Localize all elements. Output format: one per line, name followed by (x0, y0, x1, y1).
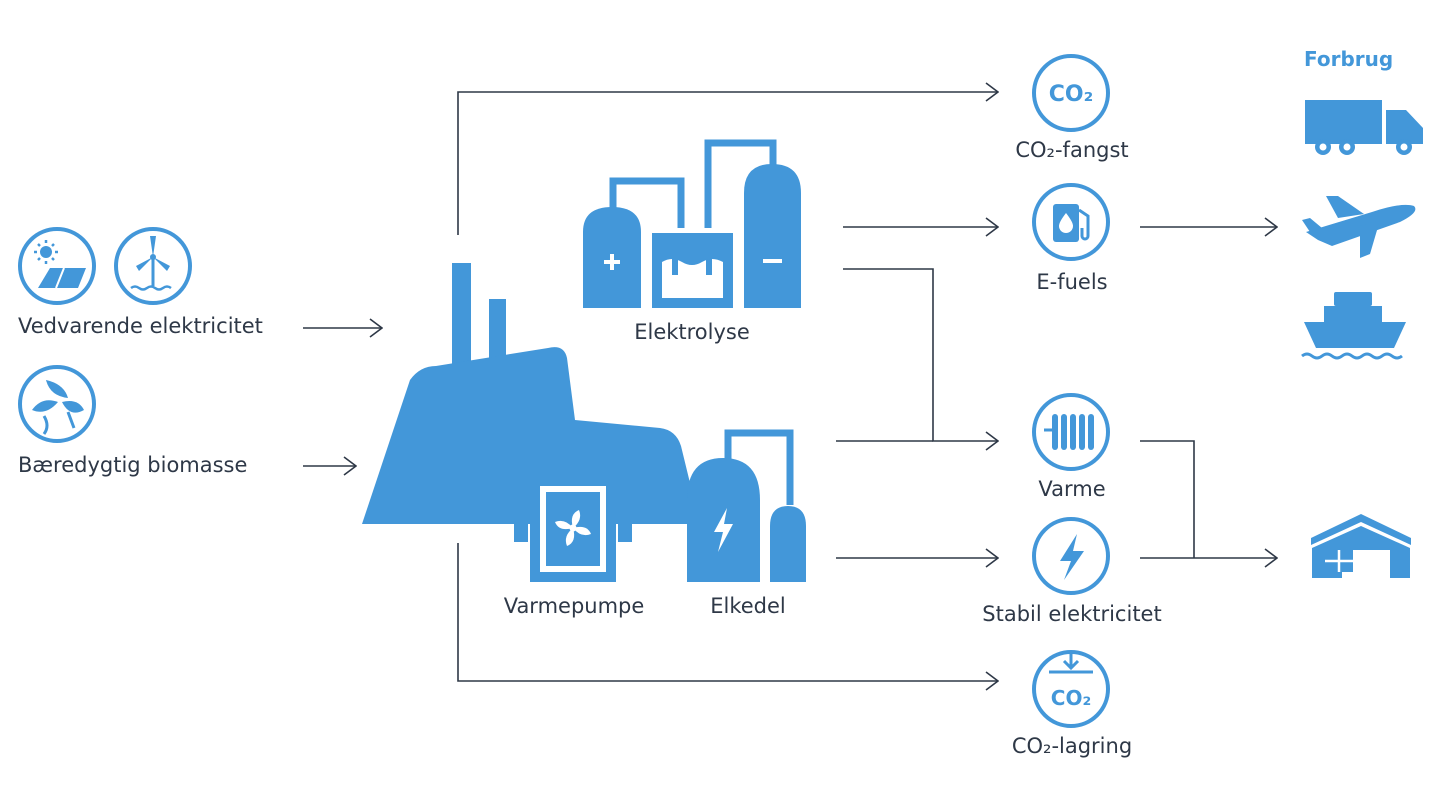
co2-capture-label: CO₂-fangst (1015, 138, 1129, 162)
co2-storage-icon: CO₂ (1032, 650, 1110, 728)
electrolysis-label: Elektrolyse (634, 320, 750, 344)
heat-pump-label: Varmepumpe (503, 594, 645, 618)
consumption-heading: Forbrug (1304, 47, 1394, 71)
truck-icon (1305, 100, 1423, 155)
line-heat-to-house (1140, 440, 1195, 558)
heat-pump-icon (514, 476, 632, 582)
biomass-icon (18, 365, 96, 443)
co2-storage-label: CO₂-lagring (1011, 734, 1133, 758)
wind-turbine-icon (114, 227, 192, 305)
renewable-electricity-label: Vedvarende elektricitet (18, 314, 263, 338)
airplane-icon (1302, 196, 1416, 258)
stable-electricity-label: Stabil elektricitet (982, 602, 1162, 626)
sustainable-biomass-label: Bæredygtig biomasse (18, 453, 248, 477)
flow-lines (303, 92, 1277, 681)
efuels-label: E-fuels (1036, 270, 1108, 294)
house-icon (1311, 514, 1411, 578)
solar-panel-icon (18, 227, 96, 305)
co2-capture-icon-text: CO₂ (1049, 82, 1093, 107)
ship-icon (1301, 292, 1406, 360)
lightning-icon (1032, 517, 1110, 595)
fuel-pump-icon (1032, 183, 1110, 261)
arrow-electrolysis-to-heat (843, 268, 998, 441)
arrow-to-co2-storage (457, 543, 998, 681)
radiator-icon (1032, 393, 1110, 471)
electric-boiler-icon (687, 429, 806, 582)
co2-capture-icon: CO₂ (1032, 54, 1110, 132)
heat-label: Varme (1038, 477, 1106, 501)
co2-storage-icon-text: CO₂ (1051, 686, 1091, 710)
electrolysis-icon (583, 139, 801, 308)
arrow-to-co2-capture (457, 92, 998, 235)
electric-boiler-label: Elkedel (710, 594, 786, 618)
